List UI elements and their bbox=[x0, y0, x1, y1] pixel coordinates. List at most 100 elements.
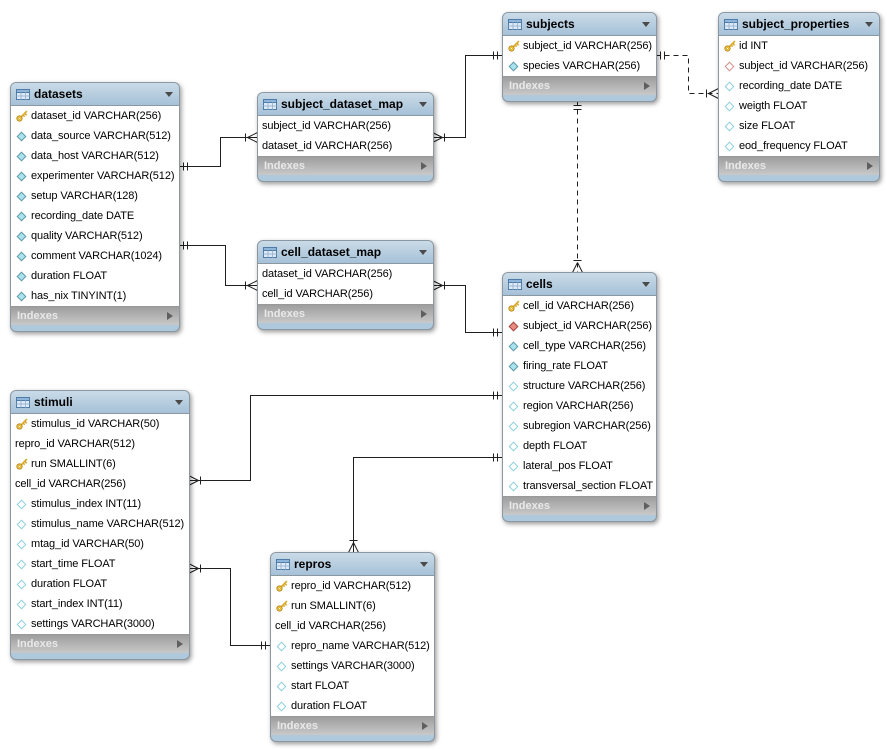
column-row[interactable]: dataset_id VARCHAR(256) bbox=[11, 106, 179, 126]
collapse-triangle-icon[interactable] bbox=[165, 91, 173, 97]
column-row[interactable]: transversal_section FLOAT bbox=[503, 476, 656, 496]
indexes-row[interactable]: Indexes bbox=[271, 716, 434, 735]
table-header[interactable]: subjects bbox=[503, 13, 656, 36]
column-row[interactable]: repro_id VARCHAR(512) bbox=[11, 434, 189, 454]
column-row[interactable]: settings VARCHAR(3000) bbox=[11, 614, 189, 634]
expand-arrow-icon[interactable] bbox=[422, 722, 428, 730]
column-row[interactable]: start FLOAT bbox=[271, 676, 434, 696]
column-row[interactable]: data_source VARCHAR(512) bbox=[11, 126, 179, 146]
column-row[interactable]: start_time FLOAT bbox=[11, 554, 189, 574]
expand-arrow-icon[interactable] bbox=[177, 640, 183, 648]
collapse-triangle-icon[interactable] bbox=[865, 21, 873, 27]
column-row[interactable]: subject_id VARCHAR(256) bbox=[503, 36, 656, 56]
column-row[interactable]: repro_id VARCHAR(512) bbox=[271, 576, 434, 596]
expand-arrow-icon[interactable] bbox=[167, 312, 173, 320]
column-row[interactable]: stimulus_index INT(11) bbox=[11, 494, 189, 514]
column-row[interactable]: cell_id VARCHAR(256) bbox=[503, 296, 656, 316]
indexes-row[interactable]: Indexes bbox=[258, 304, 433, 323]
column-row[interactable]: settings VARCHAR(3000) bbox=[271, 656, 434, 676]
column-row[interactable]: cell_id VARCHAR(256) bbox=[11, 474, 189, 494]
indexes-row[interactable]: Indexes bbox=[503, 496, 656, 515]
column-row[interactable]: duration FLOAT bbox=[11, 266, 179, 286]
column-row[interactable]: subregion VARCHAR(256) bbox=[503, 416, 656, 436]
relationship-datasets-cell_dataset_map[interactable] bbox=[178, 241, 258, 291]
relationship-subjects-cells[interactable] bbox=[572, 100, 583, 273]
table-header[interactable]: repros bbox=[271, 553, 434, 576]
column-row[interactable]: dataset_id VARCHAR(256) bbox=[258, 136, 433, 156]
indexes-row[interactable]: Indexes bbox=[503, 76, 656, 95]
column-row[interactable]: stimulus_id VARCHAR(50) bbox=[11, 414, 189, 434]
table-header[interactable]: subject_dataset_map bbox=[258, 93, 433, 116]
relationship-subjects-subject_properties[interactable] bbox=[655, 51, 719, 99]
column-row[interactable]: recording_date DATE bbox=[11, 206, 179, 226]
expand-arrow-icon[interactable] bbox=[421, 162, 427, 170]
expand-arrow-icon[interactable] bbox=[421, 310, 427, 318]
relationship-cell_dataset_map-cells[interactable] bbox=[432, 280, 503, 337]
column-row[interactable]: comment VARCHAR(1024) bbox=[11, 246, 179, 266]
column-row[interactable]: recording_date DATE bbox=[719, 76, 879, 96]
column-row[interactable]: quality VARCHAR(512) bbox=[11, 226, 179, 246]
table-header[interactable]: subject_properties bbox=[719, 13, 879, 36]
table-header[interactable]: cells bbox=[503, 273, 656, 296]
column-row[interactable]: eod_frequency FLOAT bbox=[719, 136, 879, 156]
column-row[interactable]: duration FLOAT bbox=[11, 574, 189, 594]
expand-arrow-icon[interactable] bbox=[867, 162, 873, 170]
column-row[interactable]: depth FLOAT bbox=[503, 436, 656, 456]
column-row[interactable]: cell_id VARCHAR(256) bbox=[271, 616, 434, 636]
indexes-label: Indexes bbox=[17, 638, 58, 650]
column-row[interactable]: size FLOAT bbox=[719, 116, 879, 136]
relationship-datasets-subject_dataset_map[interactable] bbox=[178, 132, 258, 171]
column-row[interactable]: duration FLOAT bbox=[271, 696, 434, 716]
column-row[interactable]: id INT bbox=[719, 36, 879, 56]
collapse-triangle-icon[interactable] bbox=[642, 281, 650, 287]
indexes-row[interactable]: Indexes bbox=[11, 634, 189, 653]
collapse-triangle-icon[interactable] bbox=[419, 249, 427, 255]
table-header[interactable]: stimuli bbox=[11, 391, 189, 414]
column-row[interactable]: run SMALLINT(6) bbox=[271, 596, 434, 616]
expand-arrow-icon[interactable] bbox=[644, 82, 650, 90]
column-row[interactable]: run SMALLINT(6) bbox=[11, 454, 189, 474]
column-row[interactable]: subject_id VARCHAR(256) bbox=[503, 316, 656, 336]
column-row[interactable]: has_nix TINYINT(1) bbox=[11, 286, 179, 306]
relationship-cells-repros[interactable] bbox=[348, 453, 503, 553]
collapse-triangle-icon[interactable] bbox=[419, 101, 427, 107]
relationship-stimuli-cells[interactable] bbox=[188, 391, 503, 486]
column-row[interactable]: experimenter VARCHAR(512) bbox=[11, 166, 179, 186]
column-row[interactable]: subject_id VARCHAR(256) bbox=[258, 116, 433, 136]
column-row[interactable]: start_index INT(11) bbox=[11, 594, 189, 614]
collapse-triangle-icon[interactable] bbox=[642, 21, 650, 27]
column-row[interactable]: cell_id VARCHAR(256) bbox=[258, 284, 433, 304]
table-header[interactable]: datasets bbox=[11, 83, 179, 106]
column-row[interactable]: structure VARCHAR(256) bbox=[503, 376, 656, 396]
column-row[interactable]: species VARCHAR(256) bbox=[503, 56, 656, 76]
table-header[interactable]: cell_dataset_map bbox=[258, 241, 433, 264]
column-row[interactable]: setup VARCHAR(128) bbox=[11, 186, 179, 206]
column-row[interactable]: region VARCHAR(256) bbox=[503, 396, 656, 416]
relationship-subject_dataset_map-subjects[interactable] bbox=[432, 51, 503, 143]
column-row[interactable]: firing_rate FLOAT bbox=[503, 356, 656, 376]
column-row[interactable]: stimulus_name VARCHAR(512) bbox=[11, 514, 189, 534]
column-row[interactable]: dataset_id VARCHAR(256) bbox=[258, 264, 433, 284]
indexes-row[interactable]: Indexes bbox=[258, 156, 433, 175]
column-row[interactable]: data_host VARCHAR(512) bbox=[11, 146, 179, 166]
expand-arrow-icon[interactable] bbox=[644, 502, 650, 510]
column-row[interactable]: lateral_pos FLOAT bbox=[503, 456, 656, 476]
collapse-triangle-icon[interactable] bbox=[420, 561, 428, 567]
column-row[interactable]: subject_id VARCHAR(256) bbox=[719, 56, 879, 76]
column-row[interactable]: cell_type VARCHAR(256) bbox=[503, 336, 656, 356]
column-row[interactable]: repro_name VARCHAR(512) bbox=[271, 636, 434, 656]
indexes-row[interactable]: Indexes bbox=[719, 156, 879, 175]
indexes-row[interactable]: Indexes bbox=[11, 306, 179, 325]
relationship-stimuli-repros[interactable] bbox=[188, 563, 271, 650]
collapse-triangle-icon[interactable] bbox=[175, 399, 183, 405]
column-row[interactable]: weigth FLOAT bbox=[719, 96, 879, 116]
column-row[interactable]: mtag_id VARCHAR(50) bbox=[11, 534, 189, 554]
